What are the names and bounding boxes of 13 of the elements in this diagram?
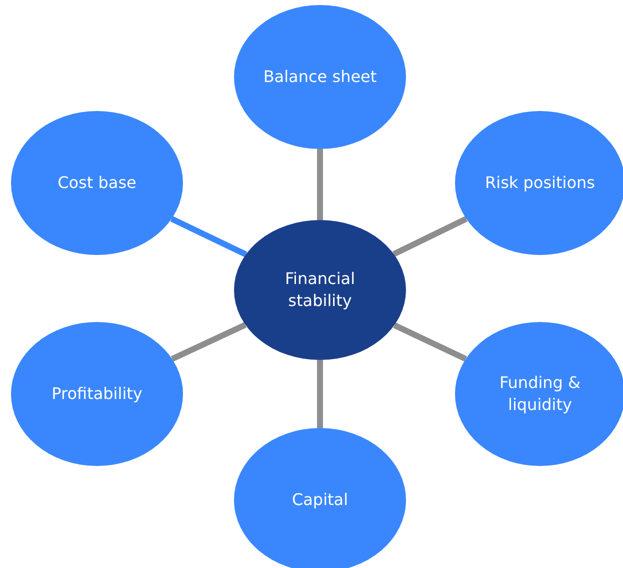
node-label: Capital xyxy=(292,489,348,511)
connector-line xyxy=(170,322,247,362)
connector-line xyxy=(393,322,468,362)
connector-line xyxy=(317,360,323,428)
node-label: Cost base xyxy=(58,172,136,194)
node-label: Financial stability xyxy=(284,268,356,312)
node-label: Risk positions xyxy=(485,172,595,194)
connector-line xyxy=(317,149,323,220)
node-label: Balance sheet xyxy=(263,66,377,88)
node-label: Profitability xyxy=(52,383,142,405)
node-label: Funding & liquidity xyxy=(498,372,582,416)
connector-line xyxy=(392,216,468,257)
connector-line xyxy=(170,216,248,258)
